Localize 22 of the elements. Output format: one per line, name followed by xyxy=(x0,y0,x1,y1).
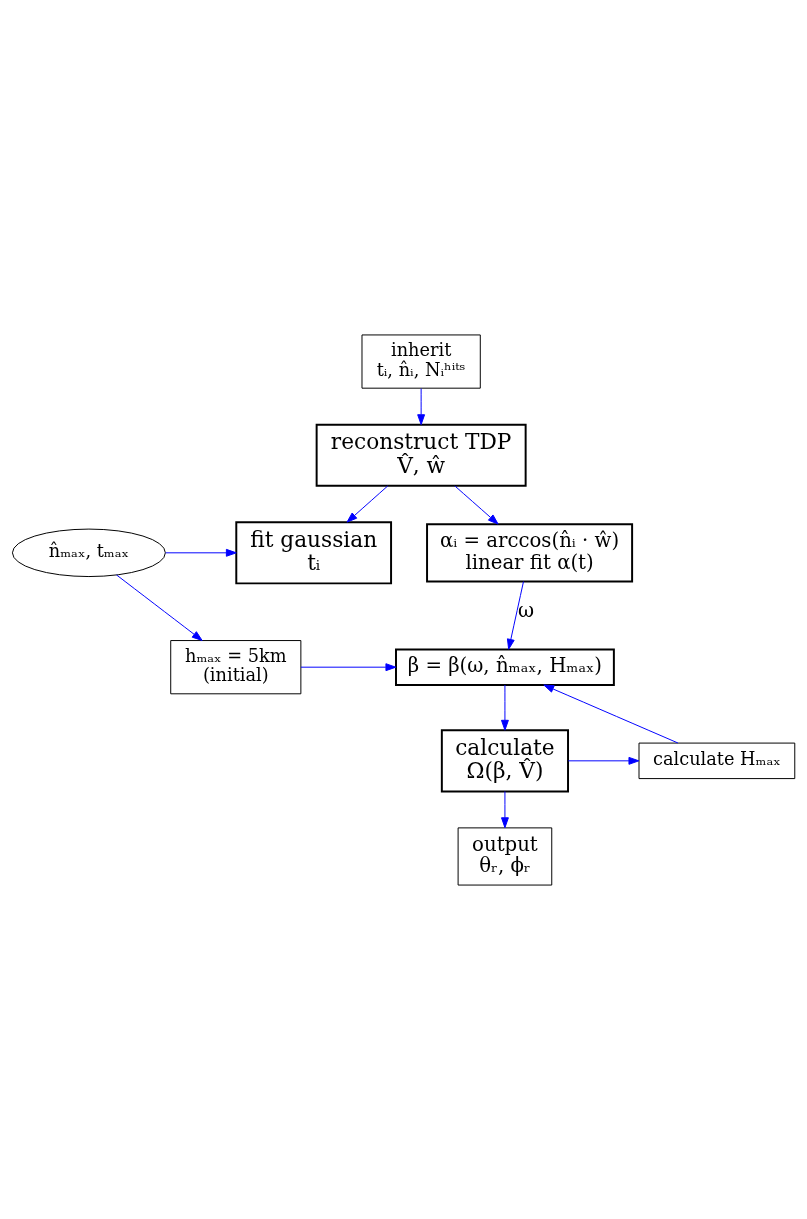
edge-label: ω xyxy=(518,598,535,622)
arrow xyxy=(501,790,509,828)
node-box: fit gaussian tᵢ xyxy=(235,520,393,584)
arrow xyxy=(543,684,679,743)
node-box: hₘₐₓ = 5km (initial) xyxy=(170,639,302,694)
node-box: calculate Ω(β, V̂) xyxy=(440,728,569,792)
node-box: αᵢ = arccos(n̂ᵢ · ŵ) linear fit α(t) xyxy=(426,522,634,582)
node-box: β = β(ω, n̂ₘₐₓ, Hₘₐₓ) xyxy=(395,647,615,686)
arrow xyxy=(300,662,397,671)
arrow xyxy=(501,684,509,731)
arrow xyxy=(165,548,237,557)
arrow xyxy=(506,580,524,650)
arrow xyxy=(346,484,389,523)
node-box: reconstruct TDP V̂, ŵ xyxy=(315,423,527,487)
node-box: output θᵣ, ϕᵣ xyxy=(457,826,553,886)
arrow xyxy=(116,573,203,641)
arrow xyxy=(417,387,426,425)
arrow xyxy=(454,484,499,525)
node-ellipse: n̂ₘₐₓ, tₘₐₓ xyxy=(11,528,166,577)
node-box: calculate Hₘₐₓ xyxy=(638,742,796,779)
node-box: inherit tᵢ, n̂ᵢ, Nᵢʰⁱᵗˢ xyxy=(361,333,481,389)
arrow xyxy=(567,756,640,765)
